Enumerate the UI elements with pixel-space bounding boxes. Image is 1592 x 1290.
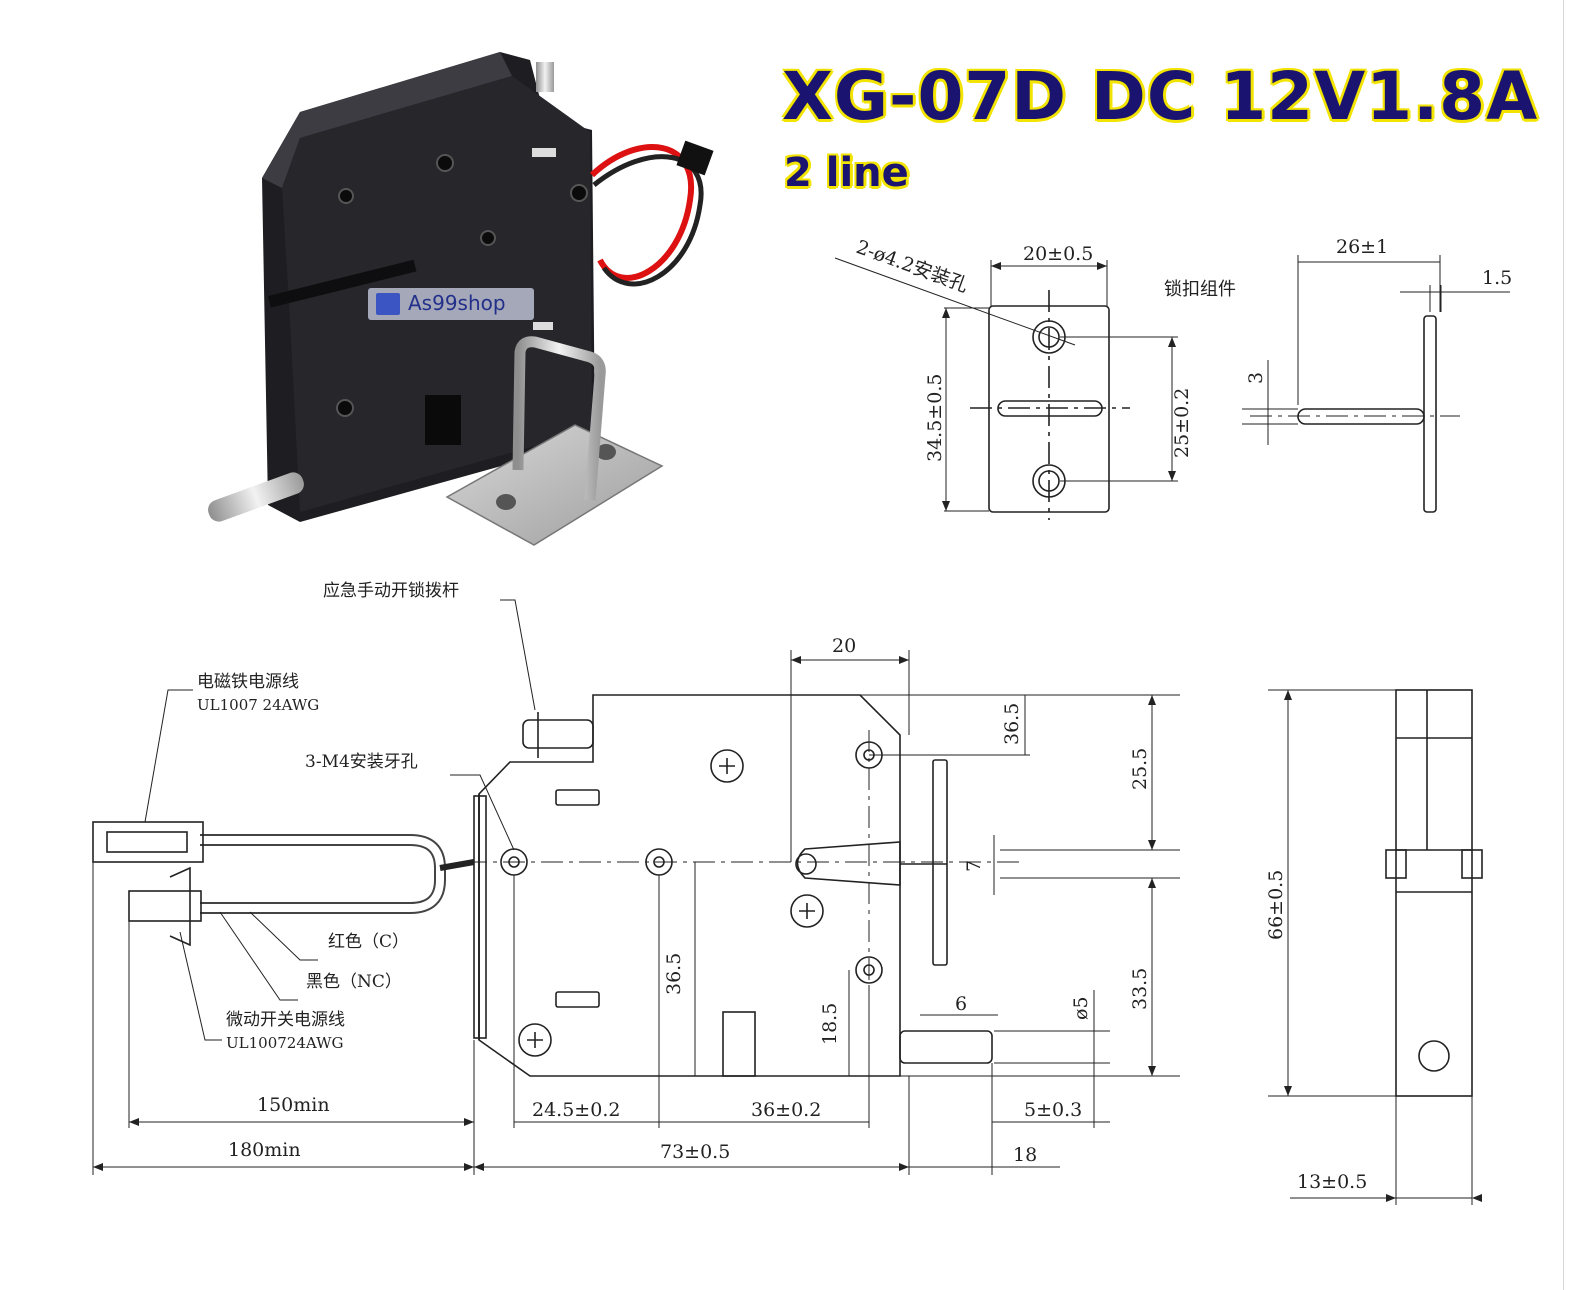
dim-33-5: 33.5 — [1129, 968, 1151, 1010]
product-title: XG-07D DC 12V1.8A — [782, 58, 1539, 135]
dim-side-height: 66±0.5 — [1265, 870, 1287, 940]
watermark: As99shop — [368, 288, 534, 320]
bracket-pin — [512, 336, 606, 501]
label-red-wire: 红色（C） — [328, 932, 409, 952]
bracket-hole — [596, 444, 616, 460]
dim-6: 6 — [955, 993, 967, 1015]
label-switch-wire-spec: UL100724AWG — [226, 1034, 344, 1052]
label-black-wire: 黑色（NC） — [306, 972, 402, 992]
lock-bolt-drawing — [899, 1030, 993, 1064]
connector-top — [92, 821, 204, 863]
black-wire — [592, 154, 704, 287]
right-border — [1563, 0, 1564, 1290]
side-view-outline — [1395, 689, 1473, 1097]
label-plate-thickness: 1.5 — [1482, 267, 1512, 289]
connector-bottom — [128, 890, 202, 922]
screw-hole — [480, 230, 496, 246]
screw-hole — [336, 399, 354, 417]
label-bracket-height: 34.5±0.5 — [924, 374, 946, 462]
screw-hole — [710, 749, 744, 783]
dim-7: 7 — [963, 860, 985, 872]
lock-top-face — [262, 52, 512, 188]
watermark-logo-icon — [376, 293, 400, 315]
body-slot — [555, 789, 600, 806]
label-thread-holes: 3-M4安装牙孔 — [305, 752, 418, 772]
watermark-text: As99shop — [408, 291, 506, 315]
label-switch-wire: 微动开关电源线 — [226, 1010, 345, 1030]
screw-hole — [570, 184, 588, 202]
lock-outline — [478, 694, 901, 1077]
front-slot — [532, 148, 556, 157]
dim-36-5-mid: 36.5 — [663, 953, 685, 995]
dim-25-5: 25.5 — [1129, 748, 1151, 790]
emergency-lever — [522, 719, 594, 749]
dim-73: 73±0.5 — [660, 1141, 730, 1163]
screw-hole — [436, 154, 454, 172]
wire-connector — [676, 140, 714, 176]
dim-18-5: 18.5 — [819, 1003, 841, 1045]
label-hole-spacing: 25±0.2 — [1171, 388, 1193, 458]
screw-hole — [790, 894, 824, 928]
top-pin — [536, 62, 554, 92]
label-hole-spec: 2-ø4.2安装孔 — [853, 236, 971, 297]
dim-18: 18 — [1013, 1144, 1037, 1166]
label-magnet-wire-spec: UL1007 24AWG — [197, 696, 319, 714]
bottom-slot — [722, 1011, 756, 1077]
bracket-side-plate — [1423, 315, 1437, 513]
label-pin-diameter: 3 — [1245, 372, 1267, 384]
mount-hole — [855, 956, 883, 984]
dim-5: 5±0.3 — [1024, 1099, 1082, 1121]
front-slot — [533, 322, 553, 330]
dim-36: 36±0.2 — [751, 1099, 821, 1121]
red-wire — [589, 144, 695, 281]
label-assembly: 锁扣组件 — [1164, 279, 1236, 300]
dim-20: 20 — [832, 635, 856, 657]
body-slot — [555, 991, 600, 1008]
wire-harness — [200, 834, 446, 914]
latch-tongue — [796, 841, 901, 886]
side-view-hole — [1418, 1040, 1450, 1072]
label-emergency-lever: 应急手动开锁拨杆 — [323, 581, 459, 601]
label-side-width: 26±1 — [1336, 236, 1388, 258]
label-bracket-width: 20±0.5 — [1023, 243, 1093, 265]
product-subtitle: 2 line — [784, 150, 909, 196]
dim-180: 180min — [228, 1139, 301, 1161]
lock-bolt — [208, 472, 304, 522]
screw-hole — [518, 1023, 552, 1057]
dim-36-5-top: 36.5 — [1001, 703, 1023, 745]
label-magnet-wire: 电磁铁电源线 — [197, 672, 299, 692]
dim-24-5: 24.5±0.2 — [532, 1099, 620, 1121]
latch-window — [425, 395, 461, 445]
bracket-hole — [496, 494, 516, 510]
dim-side-width: 13±0.5 — [1297, 1171, 1367, 1193]
latch-slot — [268, 259, 417, 308]
dim-150: 150min — [257, 1094, 330, 1116]
dim-phi5: ø5 — [1070, 996, 1092, 1020]
screw-hole — [338, 188, 354, 204]
